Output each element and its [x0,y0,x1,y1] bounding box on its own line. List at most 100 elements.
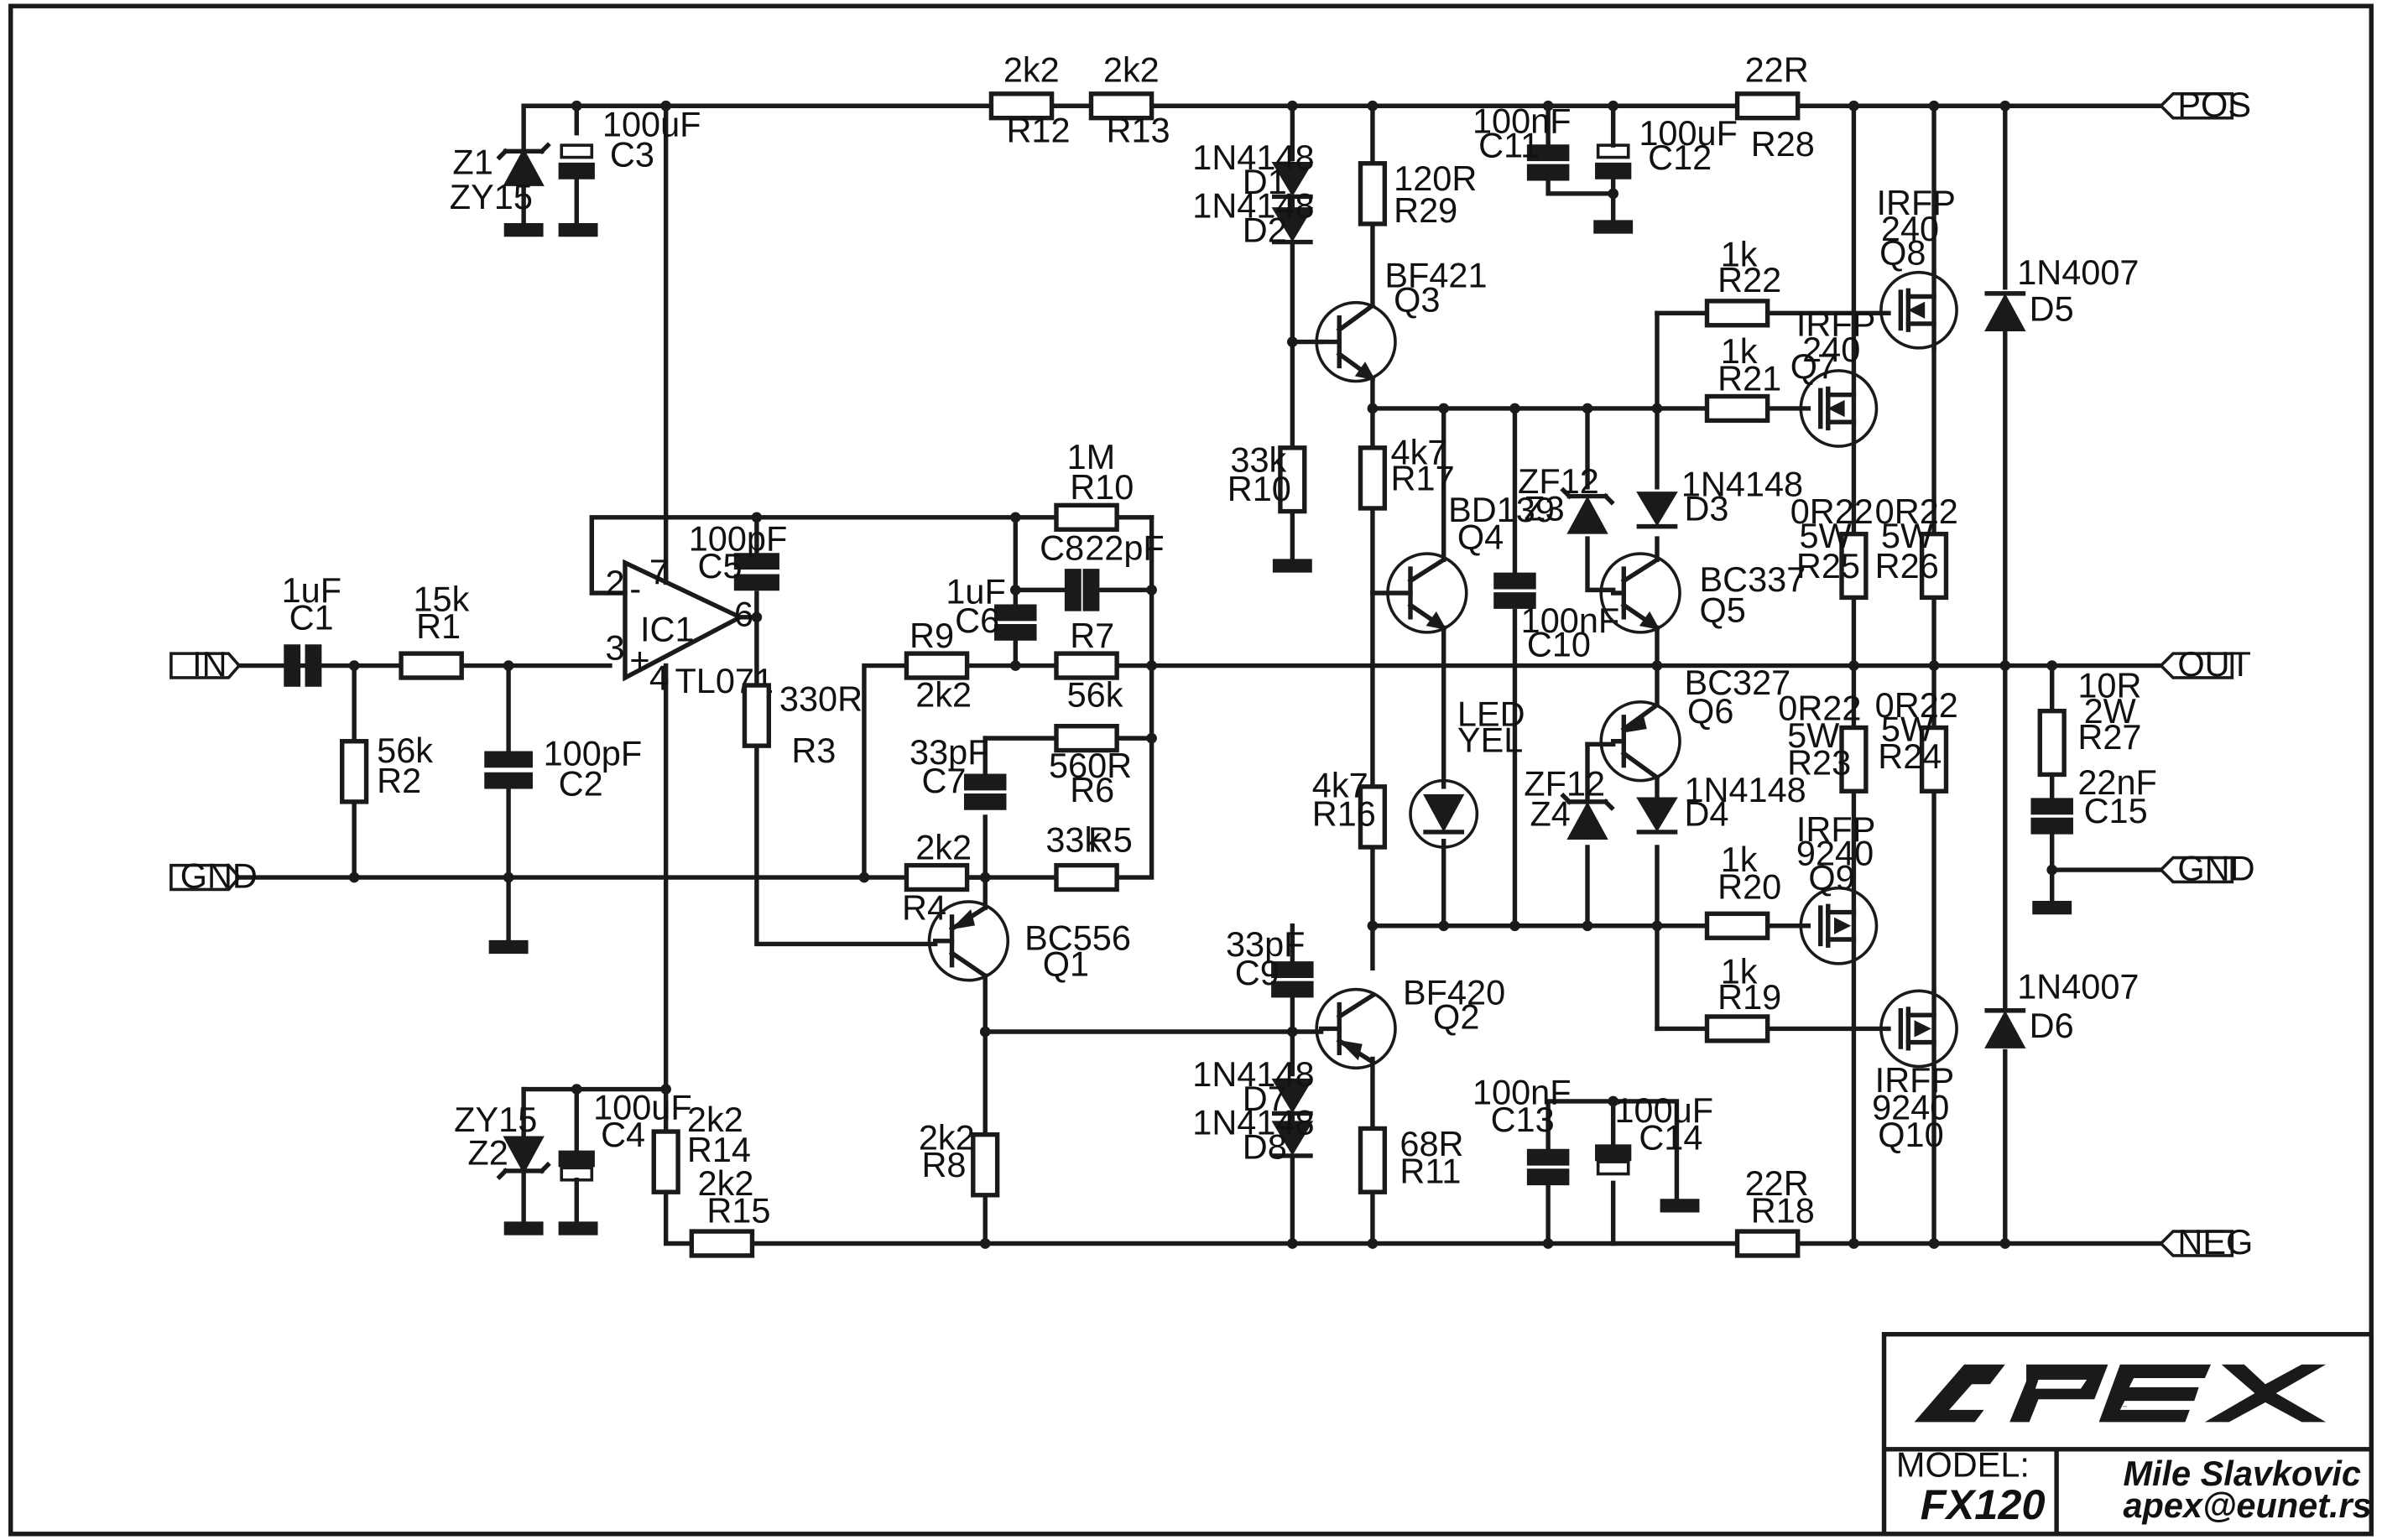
svg-text:4k7: 4k7 [1391,433,1447,472]
svg-text:Z3: Z3 [1524,488,1564,528]
resistor-r14 [651,1129,680,1194]
svg-text:2k2: 2k2 [915,827,972,866]
svg-text:Q5: Q5 [1699,590,1745,629]
svg-text:56k: 56k [1067,674,1123,714]
svg-text:1N4148: 1N4148 [1684,770,1806,809]
svg-text:2k2: 2k2 [698,1163,754,1203]
svg-text:BF421: BF421 [1384,256,1487,295]
mosfet-q9: IRFP 9240 Q9 [1796,809,1879,965]
svg-text:NEG: NEG [2177,1222,2253,1262]
svg-text:R17: R17 [1391,458,1455,497]
svg-text:R14: R14 [687,1130,751,1169]
svg-text:330R: 330R [779,679,863,719]
svg-text:Z1: Z1 [452,142,493,181]
svg-text:R11: R11 [1399,1151,1461,1190]
resistor-r12 [988,91,1055,121]
mosfet-q10: IRFP 9240 Q10 [1872,988,1958,1154]
svg-text:R4: R4 [902,888,946,928]
svg-text:100nF: 100nF [1472,1073,1571,1112]
port-pos: POS [2159,85,2251,124]
svg-text:C13: C13 [1491,1100,1555,1139]
svg-text:R28: R28 [1751,124,1815,164]
svg-text:R10: R10 [1227,469,1291,508]
svg-text:100uF: 100uF [1639,113,1738,153]
svg-text:BC337: BC337 [1699,559,1806,599]
svg-text:R22: R22 [1717,260,1781,299]
svg-text:240: 240 [1802,330,1860,369]
svg-text:0R22: 0R22 [1790,492,1874,531]
resistor-r24 [1919,725,1949,793]
svg-text:5W: 5W [1881,516,1933,555]
svg-text:ZF12: ZF12 [1524,764,1605,804]
resistor-r3 [742,683,772,748]
transistor-q1: BC556 Q1 [927,900,1131,983]
svg-text:C15: C15 [2084,791,2148,830]
svg-text:1N4148: 1N4148 [1192,1054,1314,1094]
svg-text:ZY15: ZY15 [454,1100,537,1139]
svg-text:4k7: 4k7 [1312,765,1368,804]
port-out: OUT [2159,644,2251,684]
capacitor-c5: 100pF C5 [689,518,788,591]
resistor-r10 [1054,502,1119,532]
resistor-r8 [971,1132,1000,1198]
svg-text:1k: 1k [1721,951,1758,991]
capacitor-c11: 100nF C11 [1472,101,1571,181]
resistor-r16 [1358,784,1388,850]
svg-text:68R: 68R [1399,1124,1463,1163]
svg-text:2k2: 2k2 [1103,49,1160,89]
capacitor-c3: 100uF C3 [558,104,701,226]
svg-text:BF420: BF420 [1403,973,1505,1012]
svg-text:R5: R5 [1088,819,1133,859]
svg-text:Q8: Q8 [1879,233,1926,273]
svg-text:Z4: Z4 [1530,794,1570,834]
svg-text:100pF: 100pF [689,518,788,558]
apex-logo: APEX [1914,1364,2327,1423]
resistor-r27 [2037,708,2067,778]
svg-text:0R22: 0R22 [1875,685,1958,725]
capacitor-c10: 100nF C10 [1493,572,1619,664]
svg-text:33k: 33k [1045,819,1102,859]
svg-text:15k: 15k [413,580,469,619]
svg-text:R20: R20 [1717,866,1781,906]
svg-text:5W: 5W [1881,710,1933,749]
mosfet-q8: IRFP 240 Q8 [1877,183,1958,351]
svg-text:R2: R2 [377,761,421,800]
capacitor-c15: 22nF C15 [2030,762,2157,835]
svg-text:C6: C6 [955,601,999,640]
svg-text:Q7: Q7 [1790,346,1837,386]
capacitor-c12: 100uF C12 [1595,113,1738,179]
svg-text:R27: R27 [2077,717,2141,757]
svg-text:240: 240 [1881,209,1939,248]
diode-d8: 1N4148 D8 [1192,1103,1314,1167]
resistor-r4 [904,862,970,892]
svg-text:R18: R18 [1751,1190,1815,1230]
diode-d4: 1N4148 D4 [1636,770,1806,835]
resistor-r11 [1358,1126,1388,1194]
svg-text:9240: 9240 [1872,1088,1949,1127]
svg-text:Q1: Q1 [1043,944,1089,983]
svg-text:22nF: 22nF [2077,762,2157,802]
svg-text:IC1: IC1 [640,610,695,649]
svg-text:+: + [629,640,649,679]
zener-z3: ZF12 Z3 [1518,461,1615,534]
svg-text:R15: R15 [706,1190,770,1230]
svg-text:1M: 1M [1067,437,1116,476]
svg-text:1uF: 1uF [282,570,341,610]
svg-text:GND: GND [2177,849,2254,888]
svg-text:22pF: 22pF [1085,528,1165,567]
diode-d3: 1N4148 D3 [1636,465,1803,529]
svg-text:2: 2 [606,563,625,602]
zener-z2: ZY15 Z2 [454,1100,551,1225]
svg-text:C8: C8 [1040,528,1084,567]
svg-text:D5: D5 [2030,289,2074,328]
svg-text:9240: 9240 [1796,834,1874,873]
capacitor-c1: 1uF C1 [282,570,341,687]
svg-text:C5: C5 [698,546,743,585]
resistor-r19 [1704,1014,1770,1043]
svg-text:Q2: Q2 [1433,996,1479,1036]
svg-text:22R: 22R [1745,1163,1809,1203]
svg-text:120R: 120R [1394,159,1477,198]
model-label: MODEL: [1896,1444,2030,1484]
port-gnd-out: GND [2159,849,2255,888]
